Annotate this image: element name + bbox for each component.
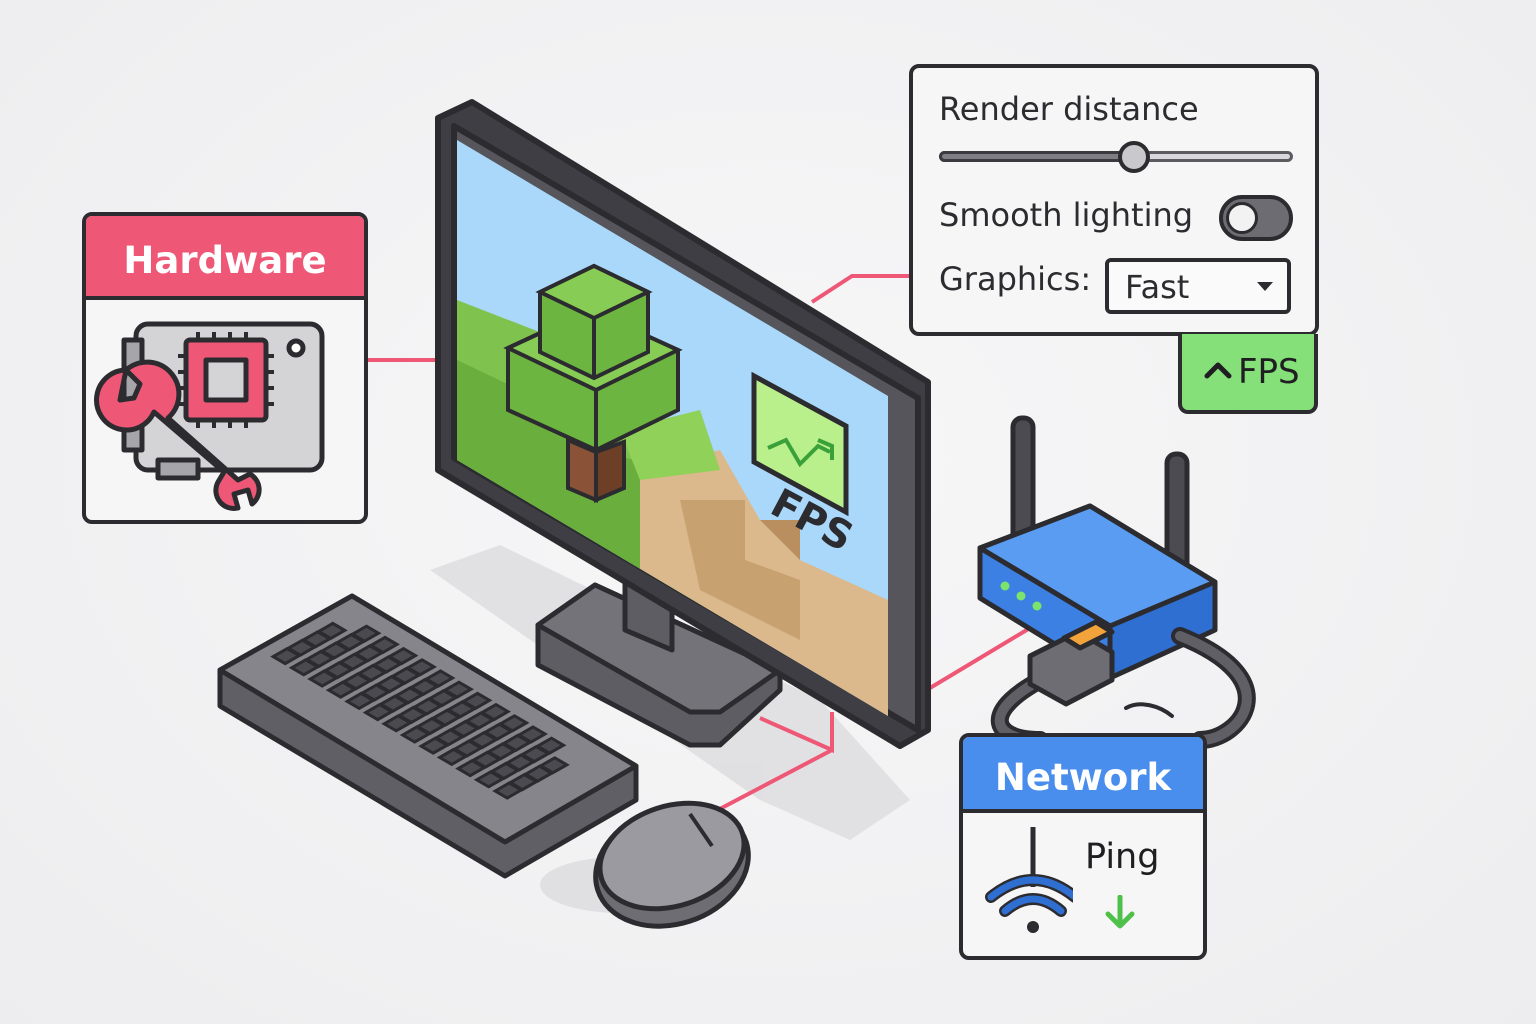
- graphics-label: Graphics:: [939, 260, 1092, 298]
- toggle-knob: [1226, 202, 1258, 234]
- keyboard-key: [368, 635, 400, 655]
- wrench-icon: [94, 359, 262, 511]
- ping-label: Ping: [1085, 837, 1160, 877]
- keyboard-key: [516, 725, 548, 744]
- smooth-lighting-toggle[interactable]: [1219, 195, 1293, 241]
- network-title: Network: [963, 737, 1203, 813]
- render-distance-label: Render distance: [939, 90, 1199, 128]
- graphics-value: Fast: [1125, 268, 1190, 306]
- ethernet-plug: [1027, 619, 1115, 707]
- keyboard-key: [349, 624, 382, 643]
- keyboard-key: [315, 621, 348, 641]
- chevron-up-icon: [1204, 362, 1232, 379]
- keyboard-key: [386, 646, 419, 666]
- fps-graph-icon: [751, 371, 849, 517]
- keyboard-key: [423, 669, 456, 688]
- keyboard-key: [442, 680, 474, 699]
- fps-badge: FPS: [1178, 334, 1318, 414]
- hardware-card: Hardware: [82, 212, 368, 524]
- keyboard-key: [460, 691, 493, 711]
- keyboard-key: [405, 658, 437, 677]
- keyboard-key: [479, 702, 511, 722]
- wifi-icon: [985, 827, 1073, 933]
- mouse: [593, 800, 751, 929]
- smooth-lighting-label: Smooth lighting: [939, 196, 1194, 234]
- game-settings-panel: Render distance Smooth lighting Graphics…: [909, 64, 1319, 336]
- slider-thumb[interactable]: [1117, 141, 1150, 173]
- slider-fill: [939, 151, 1134, 162]
- connector-lines: [368, 274, 1032, 814]
- keyboard-key: [537, 756, 570, 775]
- graphics-dropdown[interactable]: Fast: [1105, 258, 1291, 314]
- fps-badge-label: FPS: [1238, 352, 1300, 392]
- render-distance-slider[interactable]: [939, 141, 1293, 173]
- hardware-title: Hardware: [86, 216, 364, 300]
- keyboard-key: [534, 736, 567, 755]
- chevron-down-icon: [1257, 282, 1273, 291]
- keyboard-key: [497, 714, 530, 733]
- router: [977, 415, 1218, 681]
- gpu-card-with-wrench-icon: [94, 321, 325, 511]
- arrow-down-icon: [1105, 895, 1135, 929]
- network-card: Network Ping: [959, 733, 1207, 960]
- keyboard-keys: [270, 621, 570, 800]
